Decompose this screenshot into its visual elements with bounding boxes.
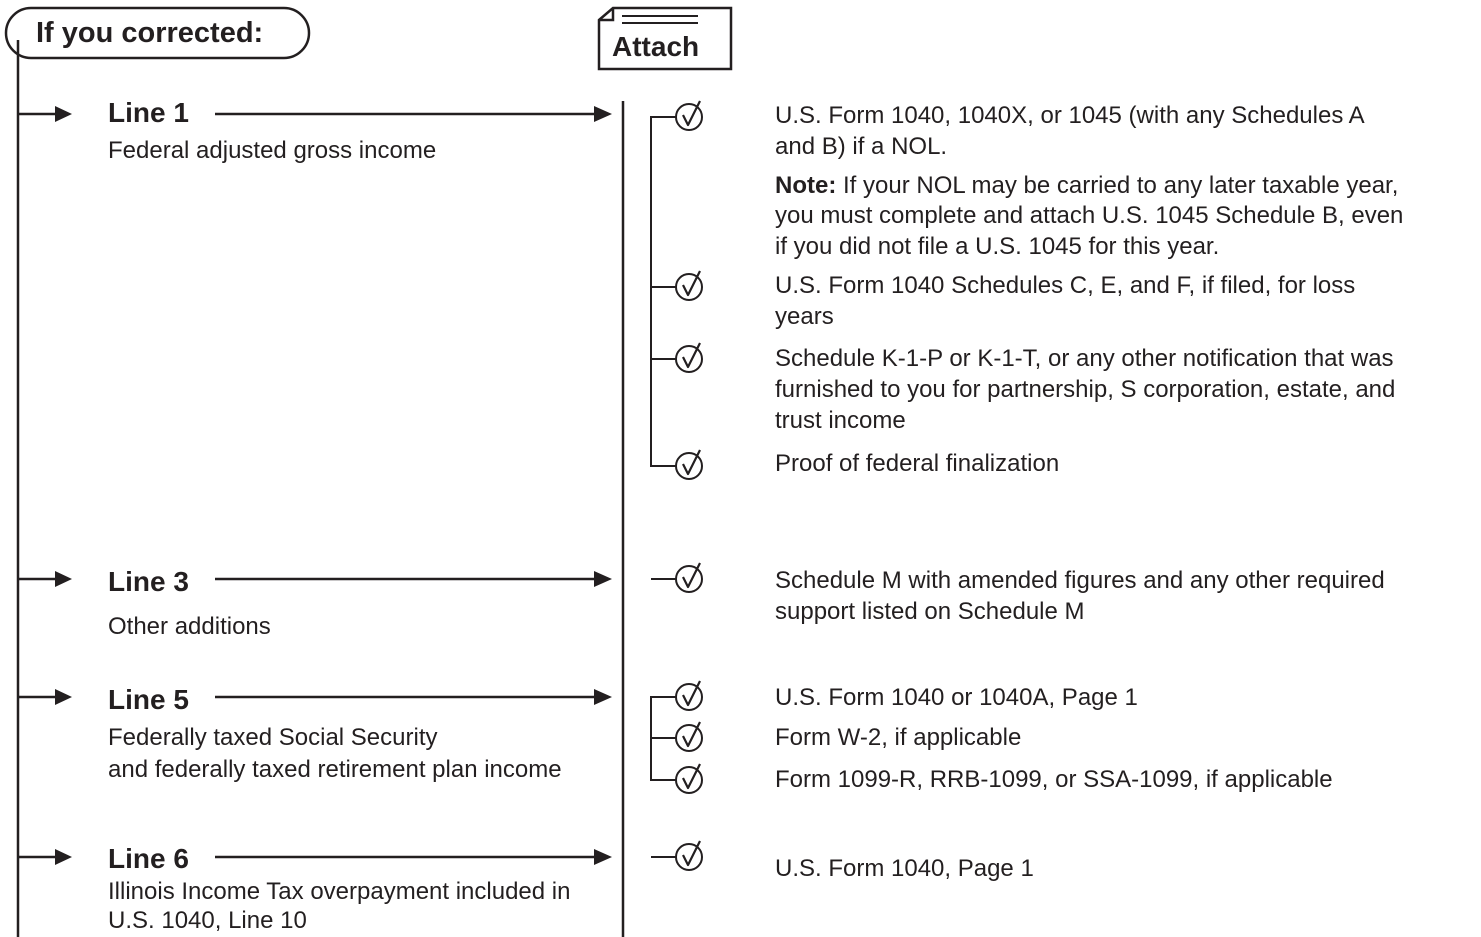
line5-description-line1: Federally taxed Social Security xyxy=(108,724,438,751)
check-circle-icon xyxy=(675,449,703,480)
check-circle-icon xyxy=(675,562,703,593)
line5-description-line2: and federally taxed retirement plan inco… xyxy=(108,756,562,783)
line6-description-line1: Illinois Income Tax overpayment included… xyxy=(108,878,571,905)
line1-attachment-2-line1: U.S. Form 1040 Schedules C, E, and F, if… xyxy=(775,272,1356,299)
line6-description-line2: U.S. 1040, Line 10 xyxy=(108,907,307,934)
line1-attachment-3-line3: trust income xyxy=(775,407,906,434)
if-you-corrected-pill xyxy=(4,6,311,60)
line1-title: Line 1 xyxy=(108,97,189,128)
line1-attachment-4: Proof of federal finalization xyxy=(775,450,1060,477)
line3-description: Other additions xyxy=(108,613,271,640)
line1-attachment-3-line2: furnished to you for partnership, S corp… xyxy=(775,376,1396,403)
note-text-line1: If your NOL may be carried to any later … xyxy=(836,172,1399,199)
line1-attachment-1-line1: U.S. Form 1040, 1040X, or 1045 (with any… xyxy=(775,102,1365,129)
line1-description: Federal adjusted gross income xyxy=(108,137,437,164)
line5-attachment-1: U.S. Form 1040 or 1040A, Page 1 xyxy=(775,684,1138,711)
line1-note-line2: you must complete and attach U.S. 1045 S… xyxy=(775,202,1404,229)
line1-right-arrow-icon xyxy=(215,106,612,122)
check-circle-icon xyxy=(675,680,703,711)
line1-note-line1: Note: If your NOL may be carried to any … xyxy=(775,170,1398,202)
check-circle-icon xyxy=(675,100,703,131)
line3-attachment-1-line2: support listed on Schedule M xyxy=(775,598,1085,625)
line6-title: Line 6 xyxy=(108,843,189,874)
line5-attachment-3: Form 1099-R, RRB-1099, or SSA-1099, if a… xyxy=(775,766,1333,793)
line1-bracket xyxy=(650,116,677,467)
line1-note-line3: if you did not file a U.S. 1045 for this… xyxy=(775,233,1220,260)
attach-label: Attach xyxy=(612,31,700,62)
check-circle-icon xyxy=(675,342,703,373)
line5-left-arrow-icon xyxy=(18,689,72,705)
check-circle-icon xyxy=(675,270,703,301)
line6-right-arrow-icon xyxy=(215,849,612,865)
note-label: Note: xyxy=(775,172,837,199)
check-circle-icon xyxy=(675,840,703,871)
line6-attachment-1: U.S. Form 1040, Page 1 xyxy=(775,855,1034,882)
line1-attachment-1-line2: and B) if a NOL. xyxy=(775,133,948,160)
line1-attachment-2-line2: years xyxy=(775,303,834,330)
if-you-corrected-label: If you corrected: xyxy=(36,17,264,49)
line3-title: Line 3 xyxy=(108,566,189,597)
line3-attachment-1-line1: Schedule M with amended figures and any … xyxy=(775,567,1385,594)
line5-attachment-2: Form W-2, if applicable xyxy=(775,724,1022,751)
line1-attachment-3-line1: Schedule K-1-P or K-1-T, or any other no… xyxy=(775,345,1394,372)
line3-left-arrow-icon xyxy=(18,571,72,587)
line6-left-arrow-icon xyxy=(18,849,72,865)
line3-right-arrow-icon xyxy=(215,571,612,587)
attach-icon xyxy=(597,6,733,71)
line5-right-arrow-icon xyxy=(215,689,612,705)
check-circle-icon xyxy=(675,721,703,752)
line5-title: Line 5 xyxy=(108,684,189,715)
line1-left-arrow-icon xyxy=(18,106,72,122)
check-circle-icon xyxy=(675,763,703,794)
